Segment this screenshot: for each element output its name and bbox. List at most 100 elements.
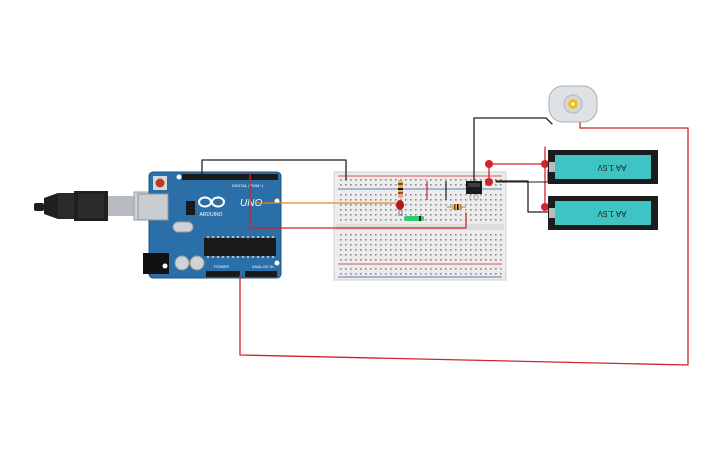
breadboard-hole[interactable] (390, 179, 392, 181)
breadboard-hole[interactable] (365, 179, 367, 181)
breadboard-hole[interactable] (390, 184, 392, 186)
breadboard-hole[interactable] (445, 214, 447, 216)
breadboard-hole[interactable] (490, 259, 492, 261)
breadboard-hole[interactable] (495, 184, 497, 186)
breadboard-hole[interactable] (455, 219, 457, 221)
breadboard-hole[interactable] (450, 268, 452, 270)
breadboard-hole[interactable] (490, 219, 492, 221)
breadboard-hole[interactable] (480, 209, 482, 211)
breadboard-hole[interactable] (375, 268, 377, 270)
breadboard-hole[interactable] (385, 184, 387, 186)
breadboard-hole[interactable] (460, 249, 462, 251)
breadboard-hole[interactable] (465, 199, 467, 201)
breadboard-hole[interactable] (465, 184, 467, 186)
breadboard-hole[interactable] (340, 254, 342, 256)
breadboard-hole[interactable] (360, 234, 362, 236)
breadboard-hole[interactable] (425, 199, 427, 201)
breadboard-hole[interactable] (465, 209, 467, 211)
breadboard-hole[interactable] (345, 209, 347, 211)
breadboard-hole[interactable] (365, 209, 367, 211)
breadboard-hole[interactable] (380, 234, 382, 236)
breadboard-hole[interactable] (430, 194, 432, 196)
breadboard-hole[interactable] (355, 259, 357, 261)
breadboard-hole[interactable] (440, 268, 442, 270)
breadboard-hole[interactable] (495, 259, 497, 261)
breadboard-hole[interactable] (440, 249, 442, 251)
breadboard-hole[interactable] (370, 259, 372, 261)
breadboard-hole[interactable] (365, 204, 367, 206)
breadboard-hole[interactable] (430, 254, 432, 256)
breadboard-hole[interactable] (340, 239, 342, 241)
breadboard-hole[interactable] (350, 199, 352, 201)
breadboard-hole[interactable] (495, 194, 497, 196)
breadboard-hole[interactable] (500, 179, 502, 181)
breadboard-hole[interactable] (395, 179, 397, 181)
breadboard-hole[interactable] (395, 234, 397, 236)
breadboard-hole[interactable] (345, 268, 347, 270)
breadboard-hole[interactable] (440, 204, 442, 206)
breadboard-hole[interactable] (475, 219, 477, 221)
wires[interactable] (201, 117, 689, 366)
breadboard-hole[interactable] (425, 254, 427, 256)
breadboard-hole[interactable] (450, 234, 452, 236)
breadboard-hole[interactable] (445, 204, 447, 206)
breadboard-hole[interactable] (360, 214, 362, 216)
breadboard-hole[interactable] (460, 244, 462, 246)
breadboard-hole[interactable] (495, 214, 497, 216)
breadboard-hole[interactable] (495, 239, 497, 241)
breadboard-hole[interactable] (435, 268, 437, 270)
breadboard-hole[interactable] (380, 268, 382, 270)
breadboard-hole[interactable] (390, 244, 392, 246)
breadboard-hole[interactable] (475, 179, 477, 181)
breadboard-hole[interactable] (395, 268, 397, 270)
breadboard-hole[interactable] (370, 184, 372, 186)
breadboard-hole[interactable] (495, 254, 497, 256)
breadboard-hole[interactable] (380, 214, 382, 216)
breadboard-hole[interactable] (400, 214, 402, 216)
breadboard-hole[interactable] (410, 239, 412, 241)
breadboard-hole[interactable] (485, 184, 487, 186)
breadboard-hole[interactable] (465, 268, 467, 270)
breadboard-hole[interactable] (345, 259, 347, 261)
breadboard-hole[interactable] (495, 268, 497, 270)
breadboard-hole[interactable] (360, 179, 362, 181)
breadboard-hole[interactable] (395, 199, 397, 201)
breadboard-hole[interactable] (465, 204, 467, 206)
breadboard-hole[interactable] (415, 214, 417, 216)
breadboard-hole[interactable] (470, 194, 472, 196)
potentiometer-resistor[interactable] (398, 180, 403, 198)
breadboard-hole[interactable] (360, 254, 362, 256)
breadboard-hole[interactable] (370, 239, 372, 241)
breadboard-hole[interactable] (495, 249, 497, 251)
breadboard-hole[interactable] (425, 194, 427, 196)
breadboard-hole[interactable] (360, 273, 362, 275)
breadboard-hole[interactable] (375, 249, 377, 251)
breadboard-hole[interactable] (380, 244, 382, 246)
breadboard-hole[interactable] (415, 184, 417, 186)
breadboard-hole[interactable] (470, 214, 472, 216)
breadboard-hole[interactable] (370, 204, 372, 206)
breadboard-hole[interactable] (370, 249, 372, 251)
breadboard-hole[interactable] (470, 204, 472, 206)
breadboard-hole[interactable] (350, 268, 352, 270)
breadboard-hole[interactable] (385, 273, 387, 275)
breadboard-hole[interactable] (355, 273, 357, 275)
breadboard-hole[interactable] (440, 219, 442, 221)
breadboard-hole[interactable] (365, 214, 367, 216)
breadboard-hole[interactable] (410, 268, 412, 270)
breadboard-hole[interactable] (445, 179, 447, 181)
breadboard-hole[interactable] (405, 259, 407, 261)
breadboard-hole[interactable] (360, 244, 362, 246)
breadboard-hole[interactable] (355, 219, 357, 221)
breadboard-hole[interactable] (405, 184, 407, 186)
breadboard-hole[interactable] (425, 209, 427, 211)
breadboard-hole[interactable] (455, 244, 457, 246)
breadboard-hole[interactable] (355, 184, 357, 186)
breadboard-hole[interactable] (345, 184, 347, 186)
breadboard-hole[interactable] (360, 209, 362, 211)
breadboard-hole[interactable] (425, 249, 427, 251)
breadboard-hole[interactable] (345, 214, 347, 216)
breadboard-hole[interactable] (485, 194, 487, 196)
breadboard-hole[interactable] (400, 273, 402, 275)
breadboard-hole[interactable] (375, 204, 377, 206)
